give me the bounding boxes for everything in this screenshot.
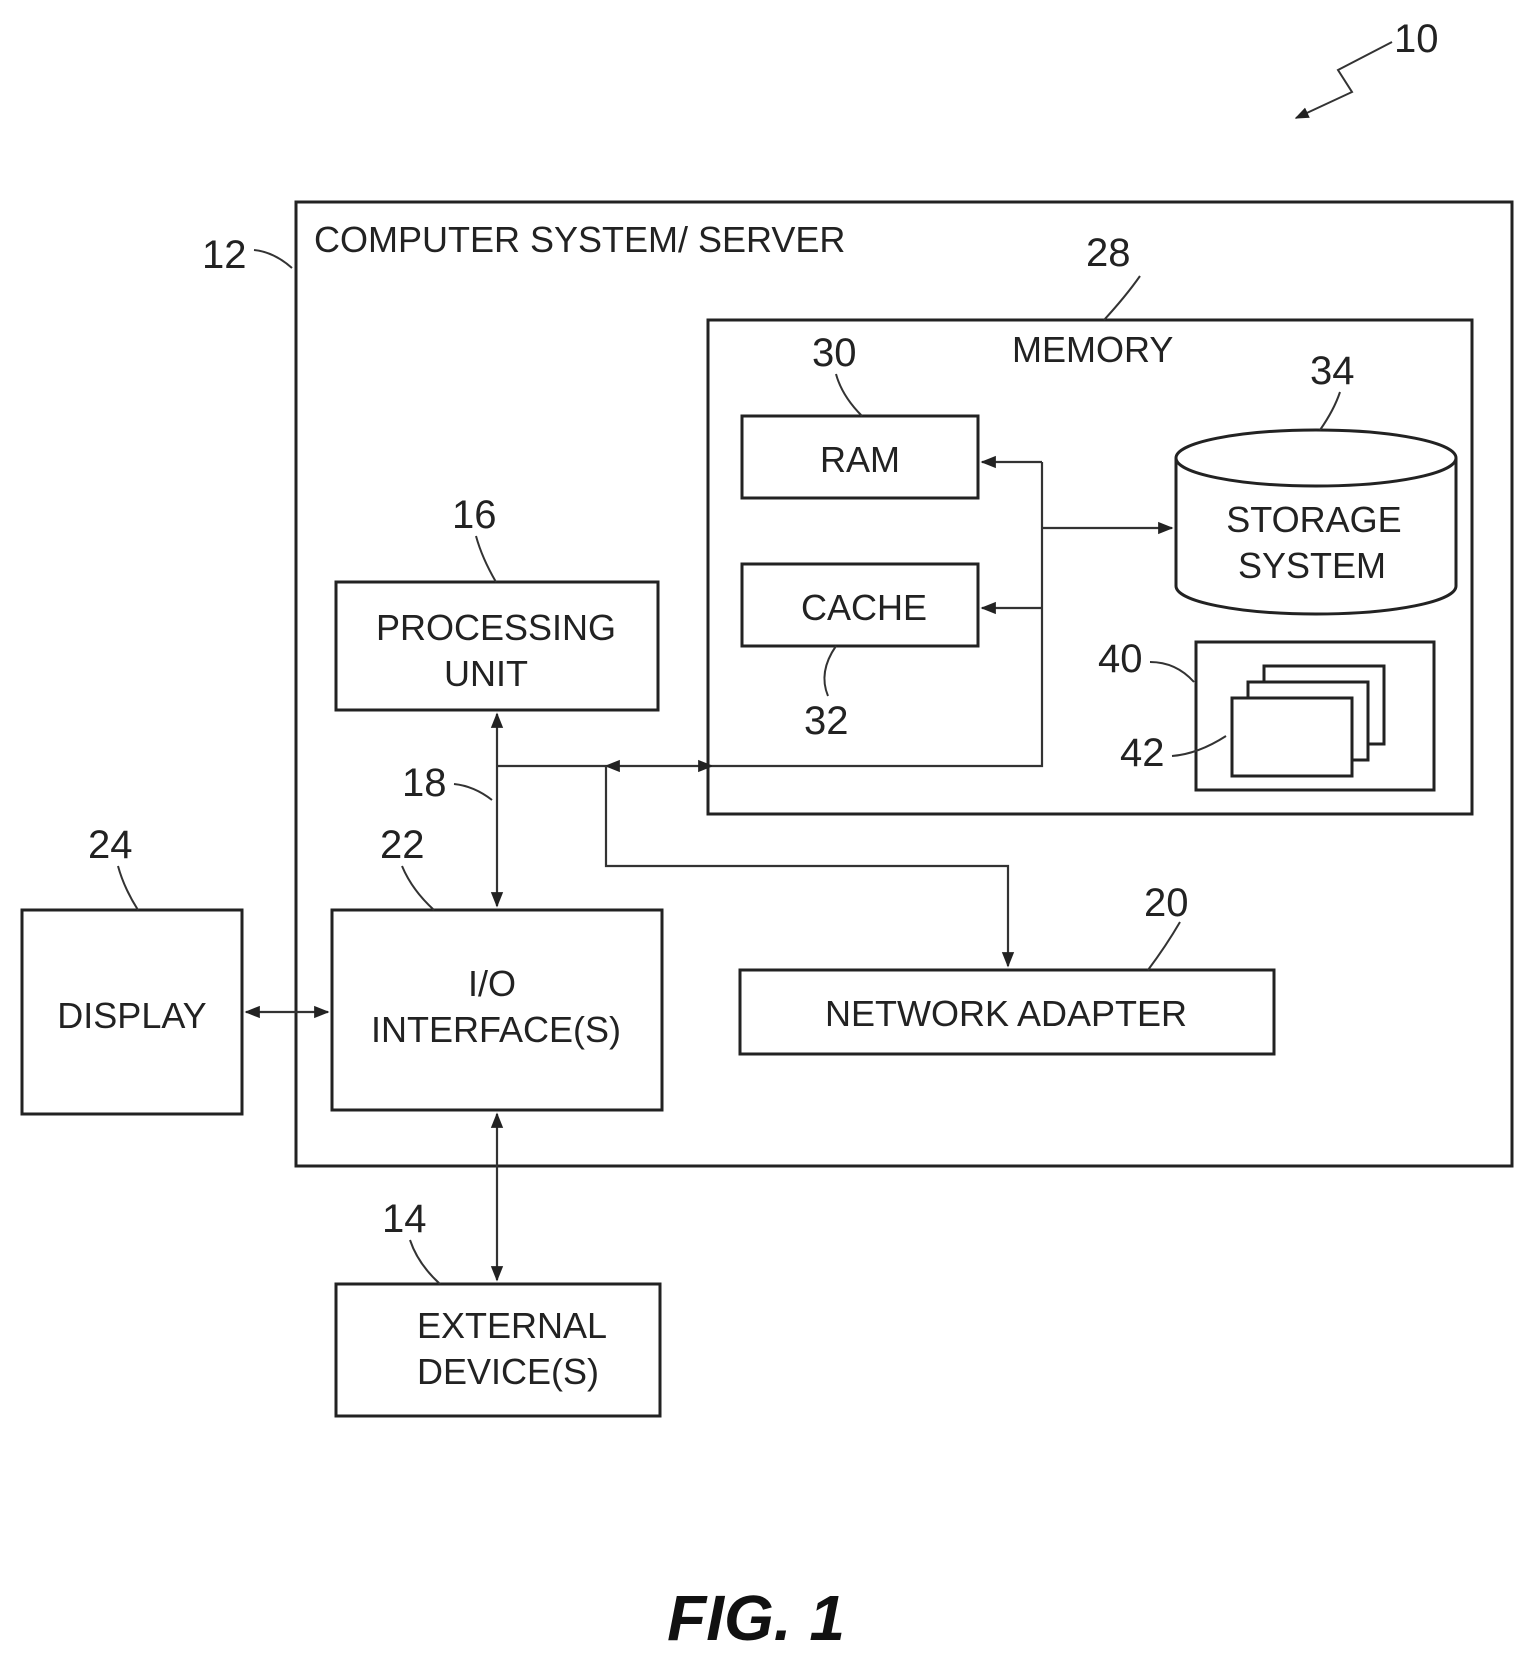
system-ref-leader [1296, 42, 1392, 118]
external-devices-ref-leader [410, 1240, 440, 1284]
external-devices-label-line2: DEVICE(S) [417, 1351, 599, 1392]
ram-label: RAM [820, 439, 900, 480]
processing-unit-label-line1: PROCESSING [376, 607, 616, 648]
program-module-front [1232, 698, 1352, 776]
network-adapter-label: NETWORK ADAPTER [825, 993, 1187, 1034]
server-ref-label: 12 [202, 233, 247, 277]
computer-system-server-label: COMPUTER SYSTEM/ SERVER [314, 219, 845, 260]
external-devices-label-line1: EXTERNAL [417, 1305, 607, 1346]
display-ref-leader [118, 866, 138, 910]
display-label: DISPLAY [57, 995, 206, 1036]
storage-ref-label: 34 [1310, 349, 1355, 393]
program-module-ref-label: 42 [1120, 731, 1165, 775]
server-ref-leader [254, 250, 292, 268]
ram-ref-label: 30 [812, 331, 857, 375]
io-interface-label-line1: I/O [468, 963, 516, 1004]
network-adapter-ref-label: 20 [1144, 881, 1189, 925]
memory-label: MEMORY [1012, 329, 1173, 370]
storage-label-line2: SYSTEM [1238, 545, 1386, 586]
cache-ref-label: 32 [804, 699, 849, 743]
program-group-ref-label: 40 [1098, 637, 1143, 681]
memory-ref-label: 28 [1086, 231, 1131, 275]
bus-ref-label: 18 [402, 761, 447, 805]
cache-label: CACHE [801, 587, 927, 628]
processing-unit-ref-label: 16 [452, 493, 497, 537]
io-interface-label-line2: INTERFACE(S) [371, 1009, 621, 1050]
external-devices-ref-label: 14 [382, 1197, 427, 1241]
display-ref-label: 24 [88, 823, 133, 867]
storage-label-line1: STORAGE [1226, 499, 1401, 540]
system-ref-label: 10 [1394, 17, 1439, 61]
external-devices-box [336, 1284, 660, 1416]
io-interface-ref-label: 22 [380, 823, 425, 867]
processing-unit-label-line2: UNIT [444, 653, 528, 694]
figure-caption: FIG. 1 [667, 1582, 845, 1654]
